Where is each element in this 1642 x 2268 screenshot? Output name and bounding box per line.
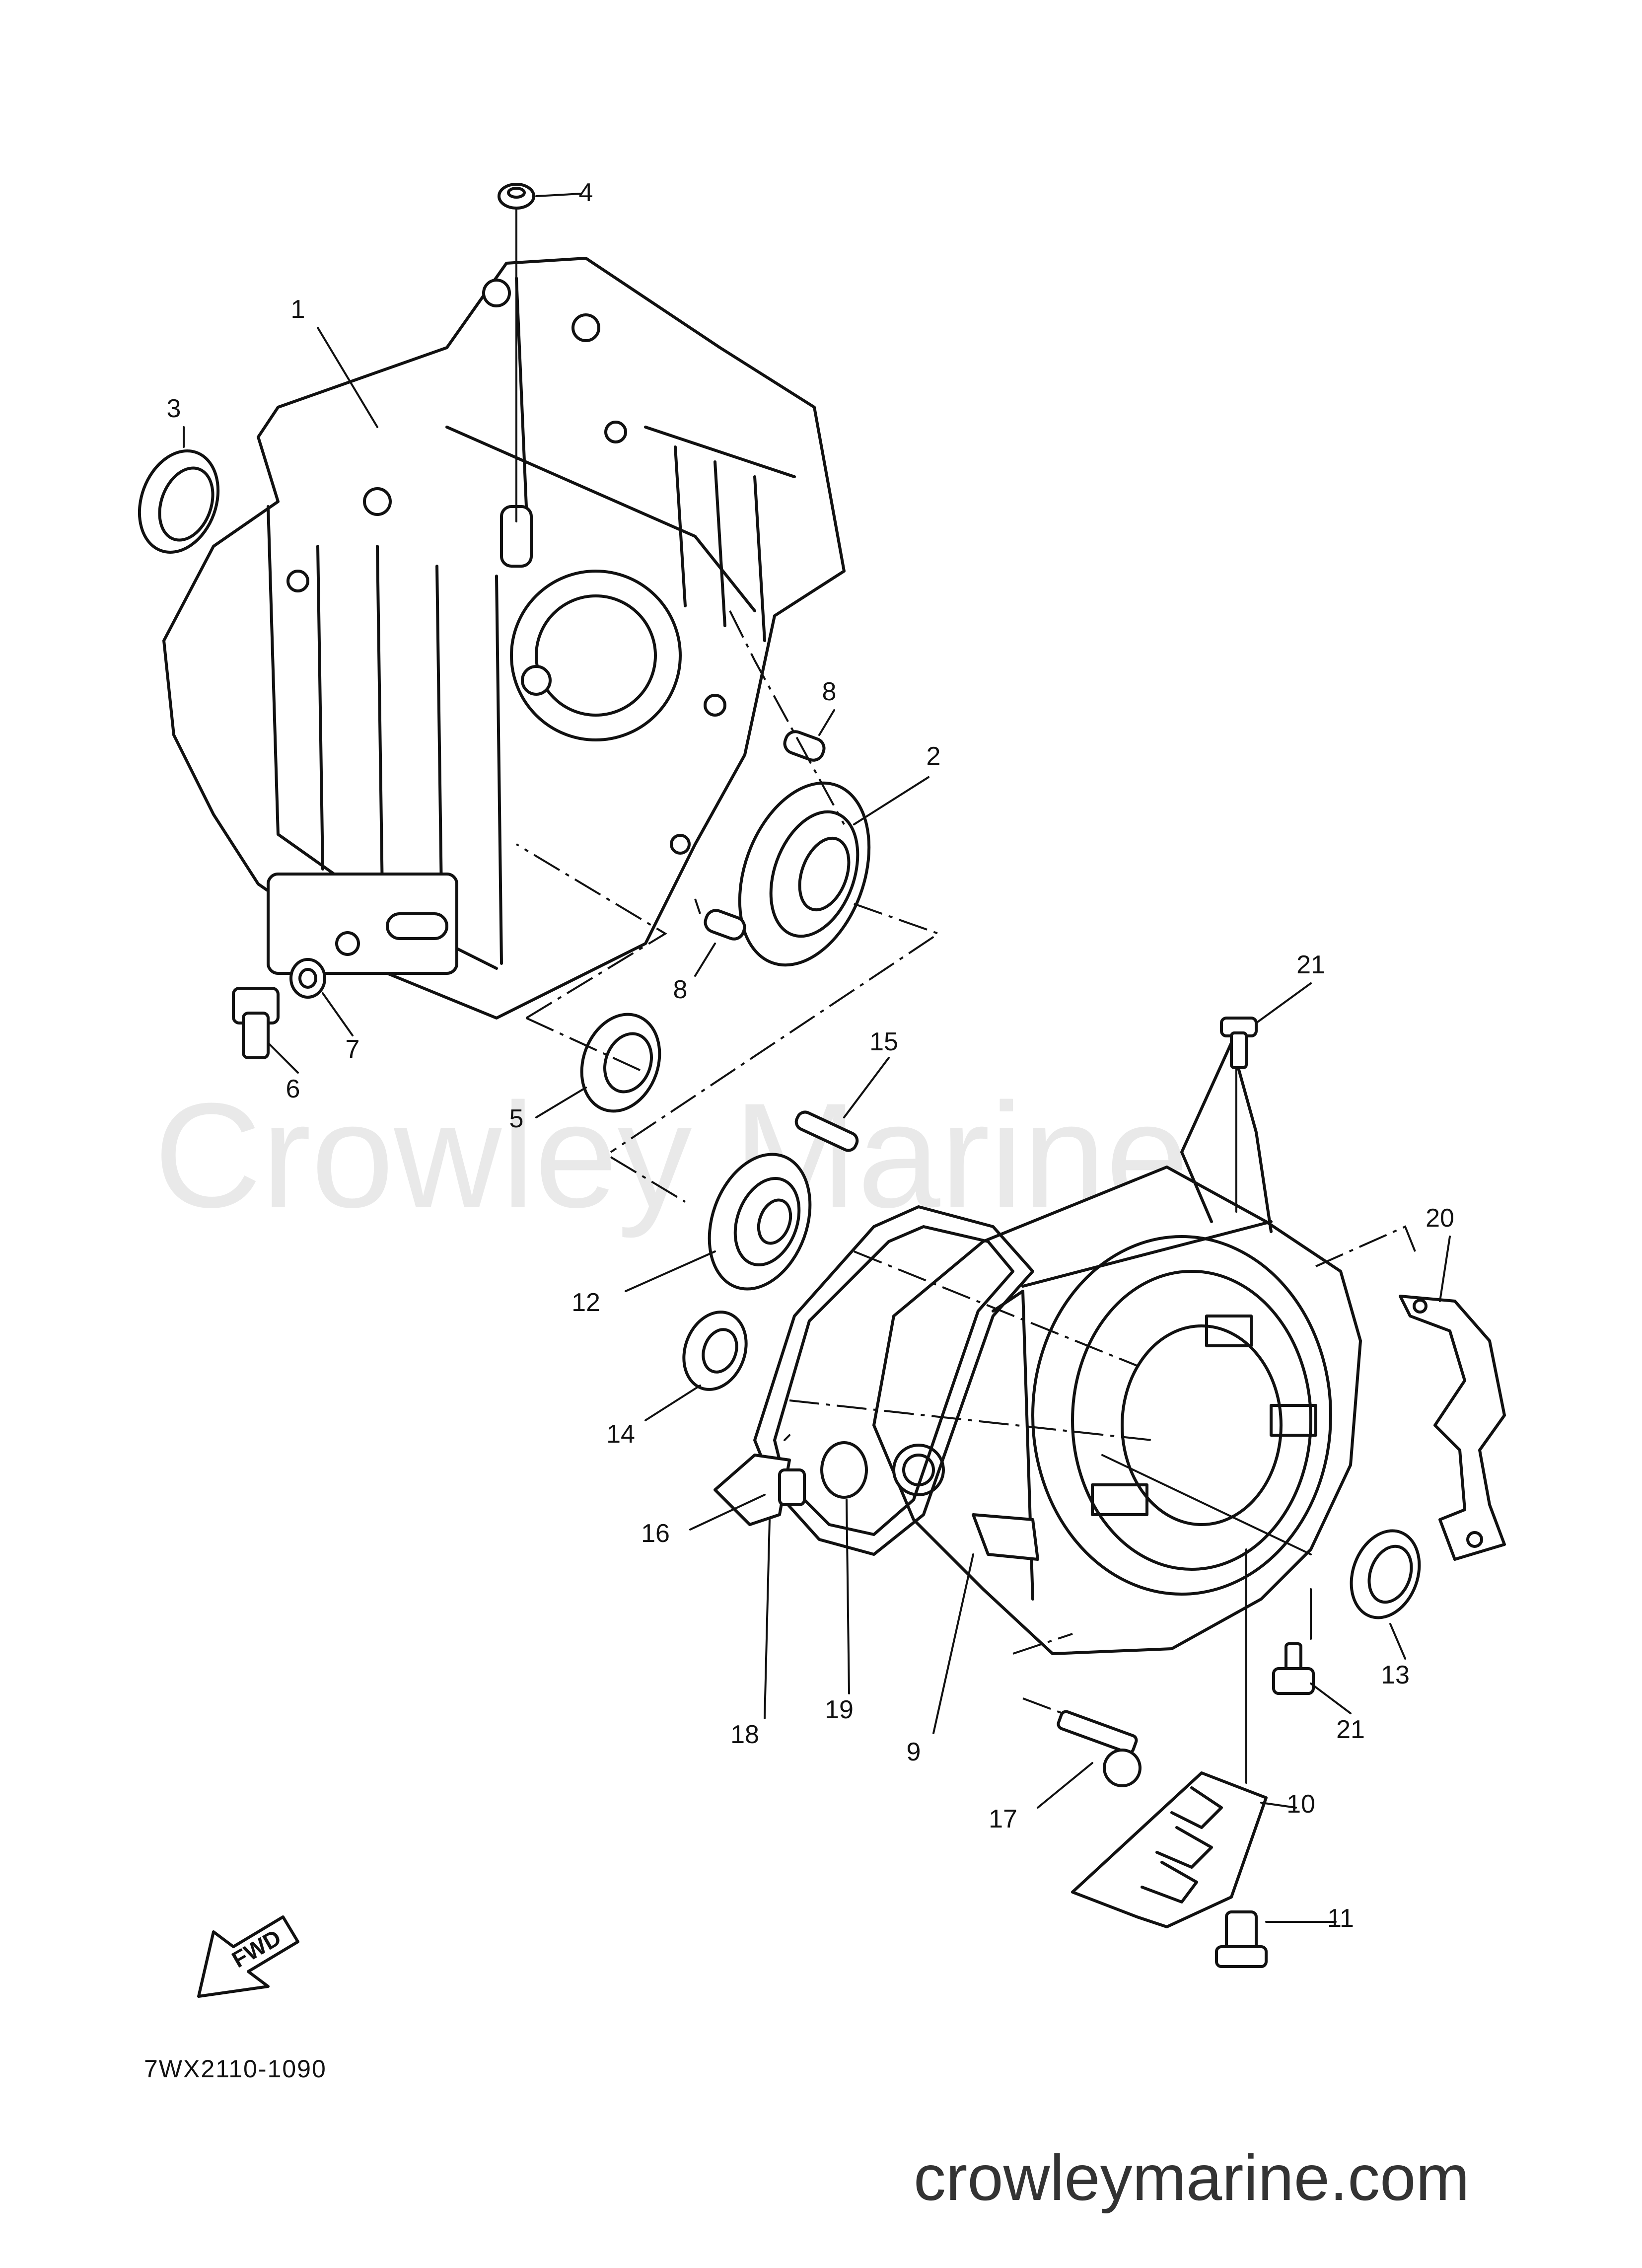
callout-leader-c19 xyxy=(846,1499,850,1694)
callout-leader-c13 xyxy=(1389,1623,1406,1660)
cover-pin[interactable] xyxy=(793,1109,859,1153)
callout-leader-c16 xyxy=(689,1494,766,1531)
callout-leader-c5 xyxy=(535,1087,587,1118)
callout-leader-c21b xyxy=(1310,1683,1352,1714)
callout-label-c2: 2 xyxy=(927,742,941,771)
callout-leader-c15 xyxy=(843,1057,890,1118)
cover-plate[interactable] xyxy=(1071,1771,1268,1928)
callout-leader-c2 xyxy=(853,776,929,825)
watermark-text: Crowley Marine xyxy=(154,1072,1189,1240)
oil-seal-cover[interactable] xyxy=(1340,1521,1431,1627)
callout-label-c5: 5 xyxy=(509,1104,524,1133)
dowel-pin-upper[interactable] xyxy=(782,729,827,763)
callout-label-c1: 1 xyxy=(291,295,305,324)
website-url: crowleymarine.com xyxy=(914,2141,1470,2214)
callout-leader-c10 xyxy=(1260,1802,1297,1809)
oil-seal[interactable] xyxy=(126,440,232,564)
callout-leader-c17 xyxy=(1037,1762,1093,1809)
callout-label-c9: 9 xyxy=(907,1738,921,1766)
callout-label-c20: 20 xyxy=(1426,1204,1454,1233)
washer-top[interactable] xyxy=(498,183,535,210)
crankcase-upper[interactable] xyxy=(162,257,846,1020)
callout-label-c21b: 21 xyxy=(1336,1715,1365,1744)
callout-leader-c1 xyxy=(317,327,378,428)
callout-leader-c8b xyxy=(694,943,716,977)
diagram-code: 7WX2110-1090 xyxy=(144,2055,327,2083)
callout-label-c6: 6 xyxy=(286,1075,300,1103)
plate-bolt[interactable] xyxy=(1215,1910,1268,1968)
drain-bolt[interactable] xyxy=(232,987,280,1059)
callout-label-c8b: 8 xyxy=(673,975,688,1004)
callout-label-c10: 10 xyxy=(1286,1790,1315,1819)
cover-gasket[interactable] xyxy=(753,1205,1034,1556)
callout-label-c18: 18 xyxy=(730,1720,759,1749)
callout-label-c12: 12 xyxy=(571,1288,600,1317)
callout-leader-c7 xyxy=(322,992,354,1036)
dowel-pin-lower[interactable] xyxy=(703,908,747,942)
ball-bearing-cover[interactable] xyxy=(692,1140,828,1303)
crankcase-cover[interactable] xyxy=(872,1041,1362,1655)
cable-bracket[interactable] xyxy=(1399,1295,1506,1561)
callout-label-c13: 13 xyxy=(1381,1661,1410,1689)
callout-leader-c21a xyxy=(1255,982,1312,1024)
callout-leader-c18 xyxy=(764,1519,771,1719)
callout-label-c4: 4 xyxy=(579,178,593,207)
callout-leader-c12 xyxy=(625,1250,716,1292)
callout-leader-c14 xyxy=(644,1385,701,1421)
callout-label-c3: 3 xyxy=(167,394,181,423)
ball-bearing-small-cover[interactable] xyxy=(673,1303,756,1398)
callout-label-c17: 17 xyxy=(989,1805,1017,1833)
callout-label-c15: 15 xyxy=(869,1027,898,1056)
filler-plug[interactable] xyxy=(714,1454,806,1526)
callout-leader-c9 xyxy=(932,1553,974,1734)
long-flange-bolt[interactable] xyxy=(1057,1710,1142,1787)
flange-bolt-bottom[interactable] xyxy=(1272,1642,1315,1695)
ball-bearing-small[interactable] xyxy=(569,1003,672,1122)
gasket-washer[interactable] xyxy=(289,958,326,999)
callout-label-c21a: 21 xyxy=(1296,951,1325,979)
flange-bolt-top[interactable] xyxy=(1220,1017,1258,1069)
callout-leader-c6 xyxy=(267,1042,299,1074)
callout-label-c7: 7 xyxy=(346,1035,360,1064)
callout-label-c19: 19 xyxy=(825,1695,854,1724)
callout-label-c16: 16 xyxy=(641,1519,670,1548)
o-ring[interactable] xyxy=(820,1441,868,1499)
callout-label-c11: 11 xyxy=(1327,1904,1354,1933)
forward-arrow-icon: FWD xyxy=(197,1915,299,1998)
callout-label-c14: 14 xyxy=(606,1420,635,1449)
callout-leader-c8a xyxy=(818,709,835,736)
callout-leader-c20 xyxy=(1439,1236,1451,1302)
callout-label-c8a: 8 xyxy=(822,677,837,706)
ball-bearing-large[interactable] xyxy=(716,765,892,983)
callout-leader-c4 xyxy=(535,193,582,197)
